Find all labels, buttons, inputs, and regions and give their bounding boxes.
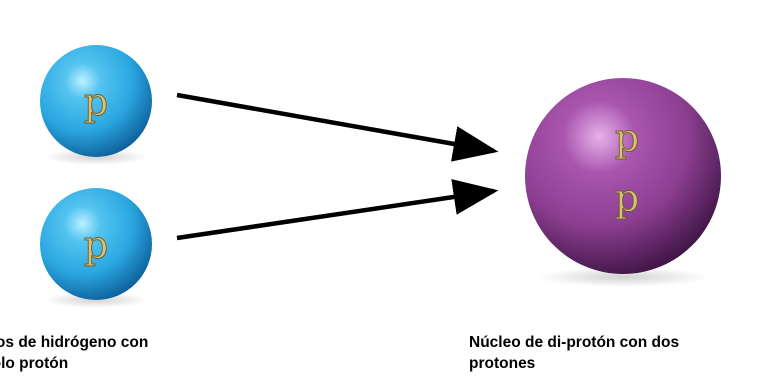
diproton-caption-line-2: protones (469, 355, 536, 372)
fusion-arrow-bottom (176, 179, 499, 241)
diproton-caption: Núcleo de di-protón con dos protones (469, 332, 679, 374)
hydrogen-caption-line-1: leos de hidrógeno con (0, 334, 149, 351)
hydrogen-caption-line-2: solo protón (0, 355, 69, 372)
proton-label-bottom: p (84, 223, 108, 267)
proton-label-top: p (84, 80, 108, 124)
hydrogen-nucleus-top: p (40, 45, 152, 165)
diproton-nucleus: p p (525, 78, 721, 287)
hydrogen-nucleus-bottom: p (40, 188, 152, 308)
diproton-caption-line-1: Núcleo de di-protón con dos (469, 334, 680, 351)
hydrogen-nuclei-caption: leos de hidrógeno con solo protón (0, 332, 148, 374)
diproton-proton-label-top: p (615, 116, 639, 160)
diproton-proton-label-bottom: p (615, 176, 639, 220)
fusion-arrow-top (176, 92, 499, 162)
